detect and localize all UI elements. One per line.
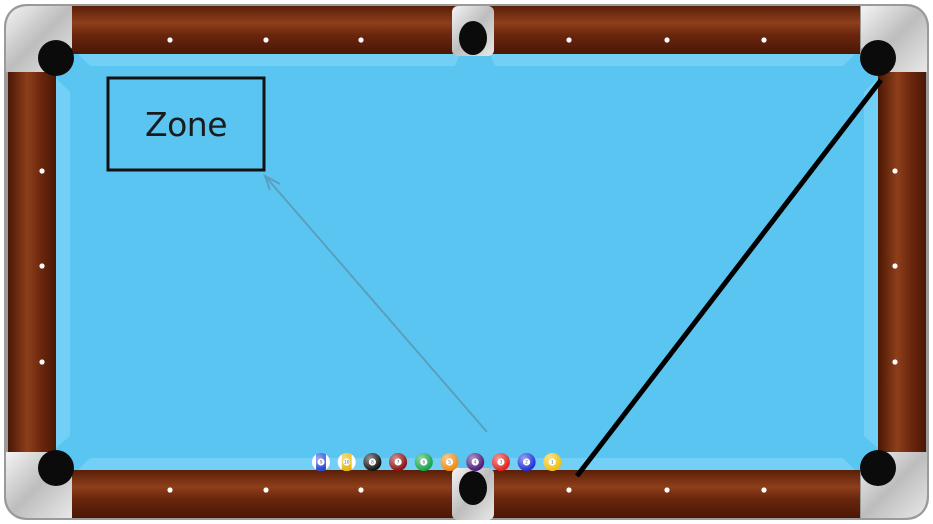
diamond-icon [358, 487, 363, 492]
diamond-icon [263, 37, 268, 42]
pocket-top-right [860, 6, 927, 76]
cushion-top-left [78, 54, 460, 66]
cushion-left [56, 78, 70, 448]
cushion-right [864, 78, 878, 448]
ball-8[interactable]: 8 [363, 453, 381, 471]
pocket-bottom-right [860, 450, 927, 518]
pocket-bottom-middle [452, 468, 494, 520]
ball-5[interactable]: 5 [441, 453, 459, 471]
diamond-icon [263, 487, 268, 492]
pocket-bottom-left [6, 450, 74, 518]
diamond-icon [664, 487, 669, 492]
diamond-icon [167, 487, 172, 492]
pocket-top-left [6, 6, 74, 76]
zone-label: Zone [108, 78, 264, 170]
ball-3[interactable]: 3 [492, 453, 510, 471]
diamond-icon [566, 37, 571, 42]
diamond-icon [167, 37, 172, 42]
ball-1[interactable]: 1 [543, 453, 561, 471]
ball-10[interactable]: 10 [338, 453, 356, 471]
diamond-icon [892, 359, 897, 364]
ball-4[interactable]: 4 [466, 453, 484, 471]
diamond-icon [39, 359, 44, 364]
pocket-top-middle [452, 6, 494, 56]
diamond-icon [39, 168, 44, 173]
left-rail [8, 70, 56, 455]
ball-2[interactable]: 2 [518, 453, 536, 471]
diamond-icon [892, 168, 897, 173]
diamond-icon [358, 37, 363, 42]
cushion-top-right [490, 54, 855, 66]
diamond-icon [566, 487, 571, 492]
diamond-icon [761, 37, 766, 42]
ball-7[interactable]: 7 [389, 453, 407, 471]
ball-6[interactable]: 6 [415, 453, 433, 471]
diamond-icon [664, 37, 669, 42]
diamond-icon [761, 487, 766, 492]
ball-9[interactable]: 9 [312, 453, 330, 471]
right-rail [878, 70, 926, 455]
diamond-icon [39, 263, 44, 268]
diamond-icon [892, 263, 897, 268]
